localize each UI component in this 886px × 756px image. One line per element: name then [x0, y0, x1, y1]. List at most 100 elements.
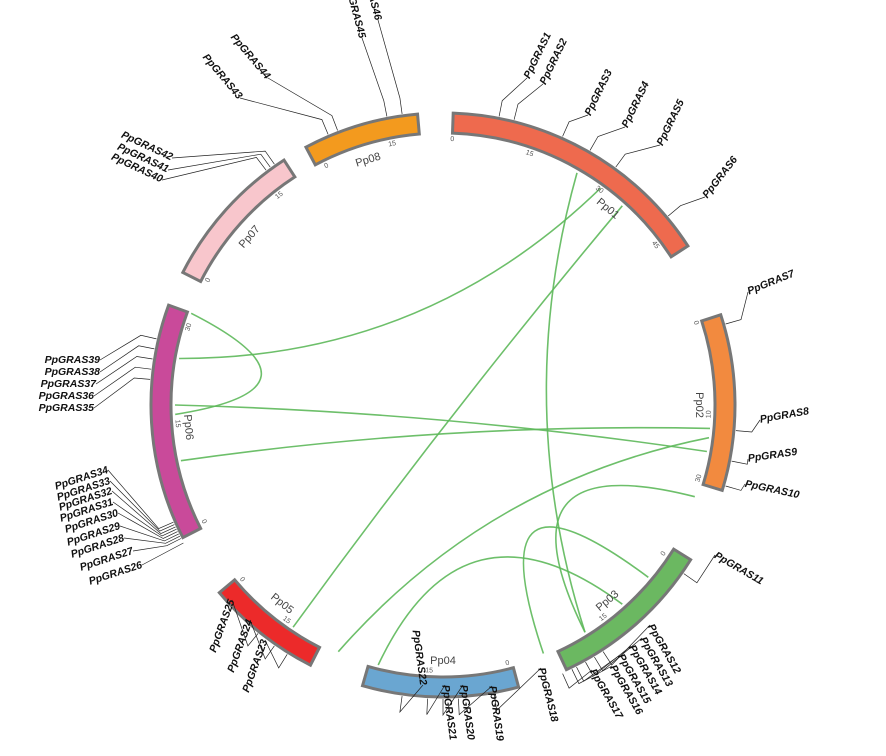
synteny-link — [180, 426, 711, 462]
gene-label: PpGRAS35 — [39, 402, 95, 414]
synteny-link — [175, 312, 262, 416]
gene-label: PpGRAS8 — [759, 405, 810, 425]
gene-leader-line — [93, 377, 151, 409]
gene-label: PpGRAS19 — [486, 685, 506, 742]
gene-leader-line — [683, 554, 716, 584]
axis-tick-label: 15 — [425, 667, 433, 674]
chromosome-band — [555, 547, 693, 672]
axis-tick-label: 15 — [173, 419, 181, 427]
gene-leader-line — [667, 196, 706, 217]
gene-label: PpGRAS5 — [654, 98, 687, 148]
gene-leader-line — [725, 291, 749, 325]
axis-tick-label: 30 — [594, 185, 605, 195]
gene-leader-line — [735, 419, 761, 433]
gene-label: PpGRAS38 — [45, 366, 101, 378]
gene-label: PpGRAS6 — [700, 154, 740, 201]
chromosome-label: Pp02 — [693, 392, 705, 418]
gene-leader-line — [562, 114, 589, 137]
gene-label: PpGRAS10 — [744, 478, 801, 501]
chromosome-label: Pp01 — [594, 196, 621, 222]
gene-label: PpGRAS11 — [712, 550, 765, 588]
gene-leader-line — [442, 684, 464, 717]
gene-leader-line — [99, 334, 157, 361]
gene-label: PpGRAS3 — [582, 68, 615, 118]
chromosome-ring: 0153045Pp0101030Pp02015Pp03015Pp04015Pp0… — [149, 111, 737, 699]
chromosome-band — [217, 577, 322, 668]
chromosome-band — [450, 111, 690, 259]
axis-tick-label: 10 — [706, 410, 713, 418]
chromosome-label: Pp07 — [237, 223, 263, 250]
axis-tick-label: 0 — [692, 320, 700, 326]
gene-leader-line — [117, 512, 178, 539]
gene-leader-line — [239, 97, 329, 135]
synteny-link — [522, 526, 649, 654]
axis-tick-label: 45 — [650, 240, 660, 251]
gene-leader-line — [562, 669, 593, 689]
gene-leader-line — [161, 157, 267, 181]
chromosome-label: Pp05 — [268, 591, 296, 617]
axis-tick-label: 15 — [281, 615, 292, 625]
gene-leader-line — [615, 144, 661, 168]
gene-leader-line — [513, 83, 544, 120]
axis-tick-label: 0 — [323, 162, 330, 170]
gene-leader-line — [93, 366, 152, 397]
gene-leader-line — [426, 684, 446, 715]
gene-leader-line — [171, 150, 275, 165]
chromosome-label: Pp04 — [430, 655, 456, 667]
axis-tick-label: 30 — [184, 322, 193, 332]
gene-label: PpGRAS9 — [747, 446, 798, 465]
gene-leader-line — [141, 542, 184, 566]
gene-leader-line — [123, 535, 181, 544]
gene-leader-line — [119, 525, 179, 542]
axis-tick-label: 0 — [204, 277, 212, 284]
gene-leader-line — [377, 19, 403, 114]
gene-leader-line — [458, 685, 493, 716]
chromosome-label: Pp08 — [354, 151, 382, 170]
axis-tick-label: 0 — [238, 576, 246, 584]
gene-label: PpGRAS44 — [228, 32, 273, 82]
synteny-link — [174, 404, 708, 453]
gene-leader-line — [99, 345, 155, 373]
gene-leader-line — [498, 77, 528, 117]
gene-leader-line — [132, 538, 182, 552]
synteny-link — [179, 187, 602, 360]
gene-leader-line — [267, 77, 338, 131]
gene-leader-line — [493, 667, 542, 712]
gene-leader-line — [249, 619, 275, 660]
gene-leader-line — [589, 126, 626, 151]
gene-leader-line — [361, 37, 388, 117]
axis-tick-label: 15 — [598, 612, 609, 622]
gene-leader-line — [109, 480, 175, 532]
gene-label: PpGRAS43 — [200, 52, 245, 102]
gene-leader-line — [95, 356, 153, 385]
gene-leader-line — [231, 599, 259, 647]
gene-leader-line — [571, 665, 613, 685]
synteny-link — [377, 556, 623, 666]
axis-tick-label: 0 — [660, 550, 668, 557]
gene-label: PpGRAS18 — [535, 666, 560, 723]
axis-tick-label: 30 — [695, 474, 704, 484]
synteny-link — [292, 205, 623, 628]
chromosome-pp02: 0 10 30 Pp02 — [692, 312, 737, 493]
gene-label: PpGRAS36 — [39, 390, 95, 402]
gene-label: PpGRAS39 — [45, 354, 101, 366]
synteny-link — [545, 172, 586, 633]
gene-leader-line — [167, 153, 271, 171]
gene-label: PpGRAS45 — [342, 0, 368, 40]
gene-leader-line — [725, 483, 746, 491]
chromosome-band — [303, 112, 421, 167]
gene-label: PpGRAS37 — [41, 378, 98, 390]
gene-label: PpGRAS7 — [746, 267, 798, 297]
chromosome-label: Pp06 — [181, 414, 195, 441]
synteny-links — [174, 172, 711, 666]
gene-leader-line — [111, 490, 176, 535]
gene-label: PpGRAS4 — [619, 80, 652, 130]
gene-leader-line — [112, 501, 177, 537]
